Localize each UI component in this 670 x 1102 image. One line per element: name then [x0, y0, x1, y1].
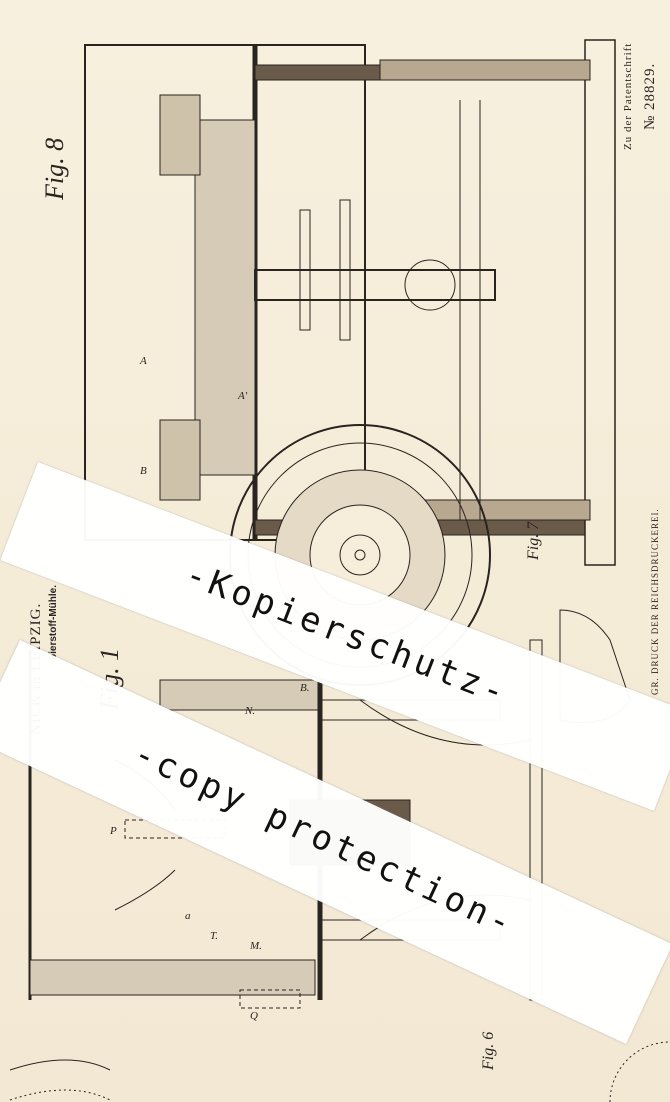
- label-Q: Q: [250, 1010, 258, 1022]
- label-a: a: [185, 910, 191, 922]
- label-T: T.: [210, 930, 219, 942]
- figure-8-label: Fig. 8: [40, 137, 69, 200]
- label-A: A: [140, 355, 147, 367]
- label-N: N.: [245, 705, 256, 717]
- figure-7-label: Fig. 7: [525, 521, 542, 560]
- printer-note: GR. DRUCK DER REICHSDRUCKEREI.: [650, 508, 660, 695]
- figure-6-label: Fig. 6: [480, 1031, 497, 1070]
- label-B-prime: B.: [300, 682, 310, 694]
- patent-header-subtitle: pierstoff-Mühle.: [48, 585, 59, 660]
- patent-number: № 28829.: [642, 62, 658, 130]
- label-P: P: [110, 825, 117, 837]
- figure-6-drawing: [9, 1041, 670, 1102]
- label-A-prime: A': [238, 390, 248, 402]
- label-B: B: [140, 465, 147, 477]
- patent-reference: Zu der Patentschrift: [622, 42, 634, 150]
- label-M: M.: [250, 940, 262, 952]
